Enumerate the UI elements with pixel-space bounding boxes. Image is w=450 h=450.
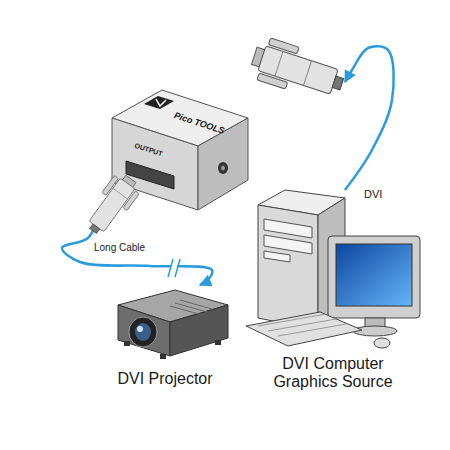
converter-illustration [144, 96, 174, 109]
dvi-plug [123, 191, 139, 211]
computer-illustration [278, 324, 346, 336]
dvi-plug [258, 46, 338, 94]
projector-illustration [129, 317, 157, 347]
dvi-plug [268, 38, 299, 54]
projector-illustration [137, 326, 143, 332]
projector-illustration [118, 305, 170, 356]
dvi-plug [90, 224, 100, 233]
computer-illustration [258, 314, 326, 326]
computer-illustration [264, 235, 312, 254]
cable-label: Long Cable [92, 242, 147, 254]
dvi-plug [332, 76, 343, 90]
dvi-plug [81, 170, 144, 240]
computer-illustration [246, 190, 420, 348]
dvi-plug [303, 61, 311, 86]
computer-illustration [258, 205, 318, 330]
cable-break [175, 259, 180, 277]
projector-illustration [118, 290, 228, 359]
projector-illustration [175, 303, 207, 312]
device-caption: DVI Projector [95, 370, 235, 388]
computer-illustration [374, 338, 390, 348]
projector-illustration [215, 340, 221, 345]
computer-illustration [264, 251, 290, 262]
dvi-plug [113, 188, 128, 199]
converter-illustration [218, 162, 228, 174]
computer-illustration [246, 312, 362, 346]
projector-illustration [124, 341, 130, 346]
converter-illustration [156, 99, 166, 106]
computer-illustration [268, 319, 336, 331]
cable-label: DVI [362, 188, 384, 201]
dvi-plug [247, 35, 348, 105]
cable-break [168, 258, 180, 278]
projector-illustration [170, 305, 228, 356]
computer-illustration [336, 244, 412, 306]
dvi-plug [102, 176, 118, 196]
converter-illustration [221, 166, 225, 171]
projector-node: DVI Projector [95, 285, 239, 393]
projector-illustration [160, 354, 166, 359]
computer-illustration [264, 219, 312, 238]
port-label: OUTPUT [133, 142, 163, 159]
projector-illustration [170, 306, 202, 315]
device-caption: DVI Computer Graphics Source [258, 355, 408, 392]
computer-illustration [328, 236, 420, 318]
dvi-plug [257, 73, 288, 89]
converter-device: Pico TOOLS OUTPUT [70, 38, 345, 185]
cable-connector [345, 46, 394, 190]
product-name: Pico TOOLS [173, 110, 226, 136]
computer-node: DVI Computer Graphics Source [258, 190, 440, 396]
projector-illustration [135, 323, 151, 341]
dvi-plug [275, 51, 283, 76]
cable-break [168, 259, 173, 277]
projector-illustration [180, 300, 212, 309]
